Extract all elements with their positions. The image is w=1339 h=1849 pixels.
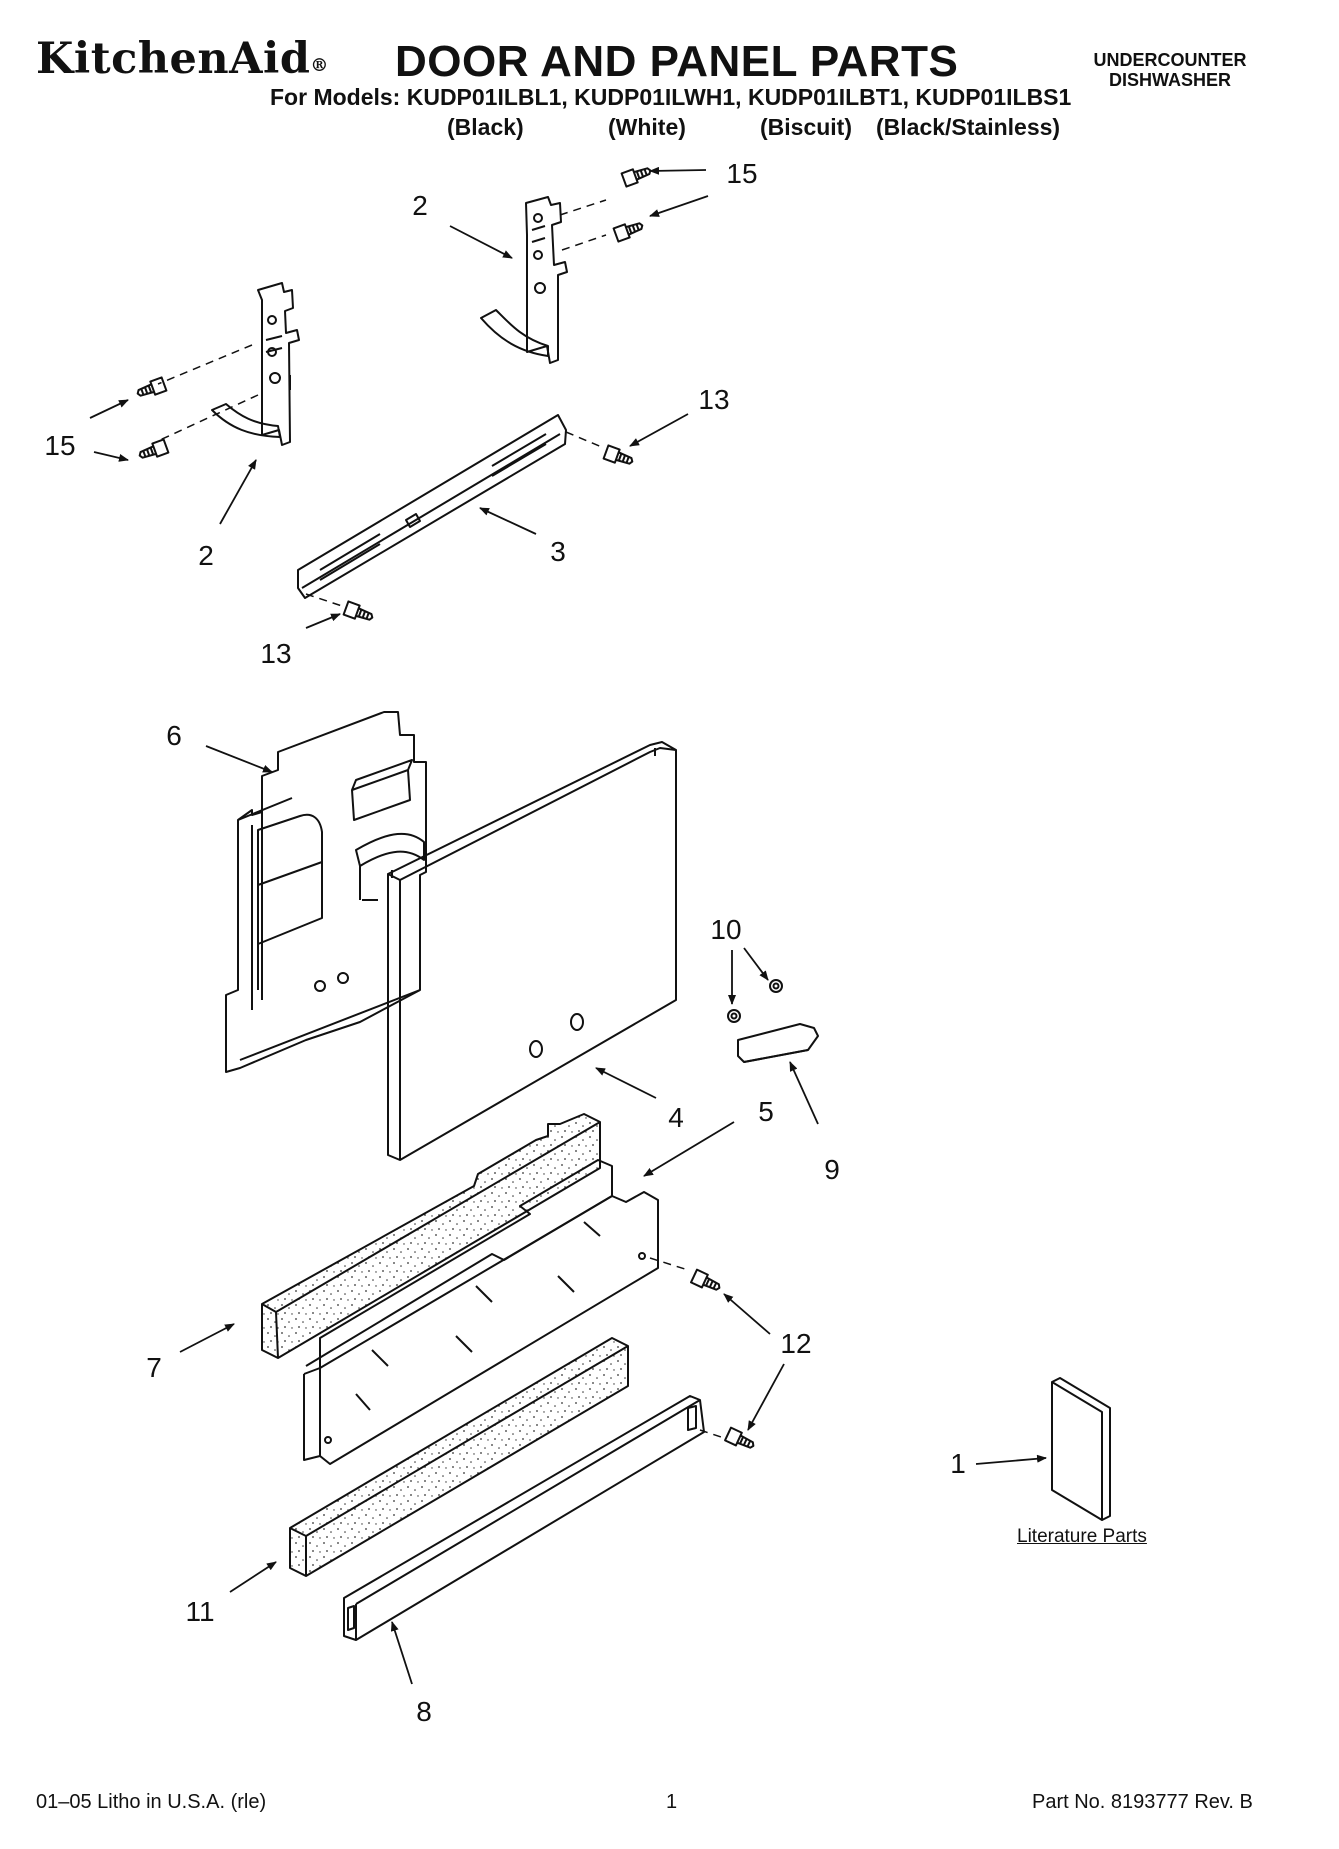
outer-door-panel bbox=[387, 741, 677, 1161]
callout-4: 4 bbox=[668, 1102, 684, 1133]
leader-2b bbox=[219, 459, 257, 525]
color-black-stainless: (Black/Stainless) bbox=[876, 114, 1061, 140]
brand-logo: KitchenAid® bbox=[36, 34, 329, 84]
leader-12a bbox=[723, 1293, 771, 1335]
leader-8 bbox=[390, 1621, 413, 1685]
callout-5: 5 bbox=[758, 1096, 774, 1127]
color-white: (White) bbox=[608, 114, 686, 140]
registered-mark: ® bbox=[310, 55, 329, 76]
kick-plate bbox=[343, 1395, 725, 1641]
nut-10-lower bbox=[727, 1009, 741, 1023]
footer-page-number: 1 bbox=[666, 1791, 678, 1813]
trim-piece bbox=[737, 1023, 819, 1063]
callout-8: 8 bbox=[416, 1696, 432, 1727]
leader-15a bbox=[649, 166, 707, 175]
callout-13: 13 bbox=[698, 384, 730, 415]
leader-3 bbox=[479, 507, 537, 535]
leader-4 bbox=[595, 1067, 657, 1099]
literature-booklet bbox=[1051, 1377, 1111, 1521]
leader-1 bbox=[975, 1454, 1047, 1465]
lower-channel bbox=[303, 1159, 689, 1465]
literature-parts-label: Literature Parts bbox=[1017, 1526, 1147, 1547]
mounting-rail bbox=[297, 414, 605, 607]
product-type-line1: UNDERCOUNTER bbox=[1093, 50, 1247, 70]
screw-12-lower bbox=[724, 1426, 755, 1449]
leader-13a bbox=[629, 413, 689, 447]
screw-15-upper-a bbox=[620, 167, 652, 188]
callout-1: 1 bbox=[950, 1448, 966, 1479]
page-title: DOOR AND PANEL PARTS bbox=[395, 37, 959, 86]
callout-15: 15 bbox=[726, 158, 758, 189]
callout-13: 13 bbox=[260, 638, 292, 669]
color-biscuit: (Biscuit) bbox=[760, 114, 852, 140]
callout-2: 2 bbox=[198, 540, 214, 571]
foam-insulation-strip bbox=[261, 1113, 601, 1359]
callout-2: 2 bbox=[412, 190, 428, 221]
footer-part-number: Part No. 8193777 Rev. B bbox=[1032, 1791, 1253, 1813]
callout-3: 3 bbox=[550, 536, 566, 567]
nut-10-upper bbox=[769, 979, 783, 993]
leader-11 bbox=[229, 1561, 277, 1593]
leader-13b bbox=[305, 613, 341, 629]
hinge-bracket-upper bbox=[480, 196, 607, 364]
foam-block bbox=[289, 1337, 629, 1577]
footer-litho: 01–05 Litho in U.S.A. (rle) bbox=[36, 1791, 267, 1813]
product-type-line2: DISHWASHER bbox=[1108, 70, 1231, 90]
hinge-bracket-lower bbox=[157, 282, 300, 446]
callout-11: 11 bbox=[185, 1596, 215, 1627]
screw-15-upper-b bbox=[612, 222, 644, 243]
leader-6 bbox=[205, 745, 273, 773]
models-line: For Models: KUDP01ILBL1, KUDP01ILWH1, KU… bbox=[270, 84, 1072, 110]
product-type: UNDERCOUNTER DISHWASHER bbox=[1040, 50, 1300, 90]
callout-6: 6 bbox=[166, 720, 182, 751]
screw-15-lower-b bbox=[138, 438, 170, 459]
leader-7 bbox=[179, 1323, 235, 1353]
leader-2a bbox=[449, 225, 513, 259]
color-black: (Black) bbox=[447, 114, 524, 140]
callout-15: 15 bbox=[44, 430, 76, 461]
callout-7: 7 bbox=[146, 1352, 162, 1383]
screw-13-right bbox=[602, 444, 634, 465]
callout-10: 10 bbox=[710, 914, 742, 945]
leader-9 bbox=[789, 1061, 819, 1125]
leader-5 bbox=[643, 1121, 735, 1177]
callout-12: 12 bbox=[780, 1328, 812, 1359]
screw-13-left bbox=[342, 600, 374, 621]
leader-15b bbox=[89, 399, 129, 419]
callout-9: 9 bbox=[824, 1154, 840, 1185]
screw-15-lower-a bbox=[136, 376, 168, 397]
screw-12-upper bbox=[690, 1268, 721, 1291]
